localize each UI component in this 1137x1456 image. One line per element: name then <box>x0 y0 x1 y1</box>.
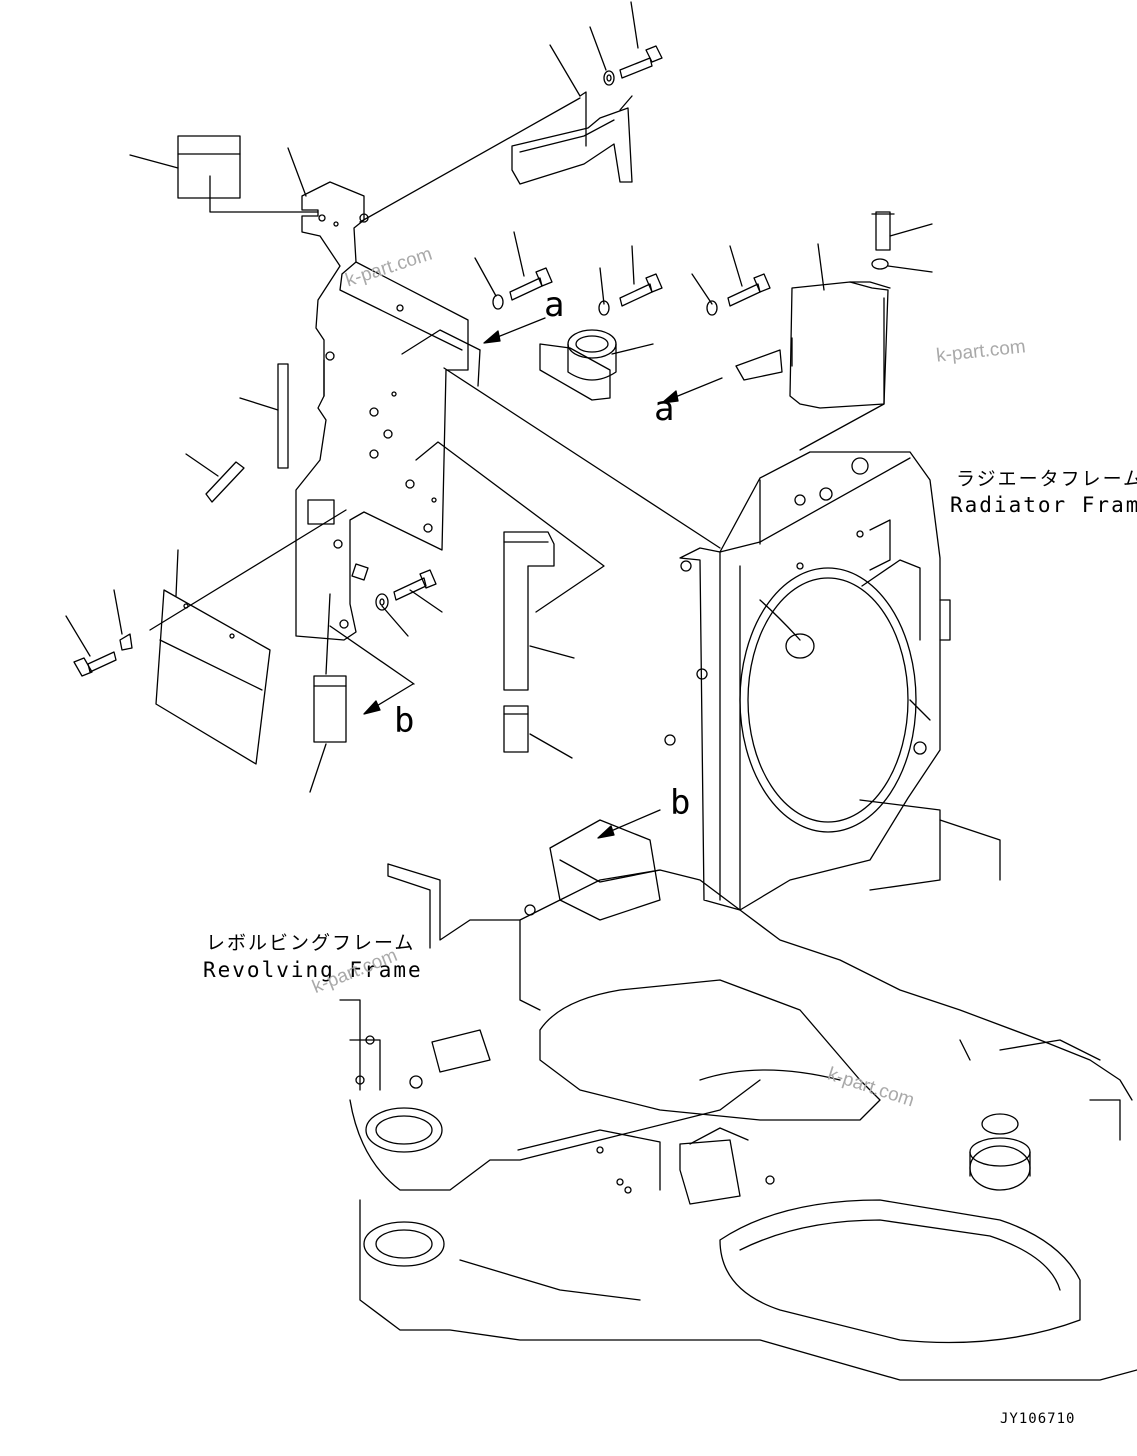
main-bracket-plate <box>296 182 468 640</box>
bolt-mid-left <box>376 570 436 610</box>
cover-plate <box>156 590 270 764</box>
revolving-frame-label-jp: レボルビングフレーム <box>206 932 416 954</box>
callout-b-left: b <box>394 701 415 741</box>
bracket-a <box>540 330 616 400</box>
bolt-top <box>604 46 662 85</box>
radiator-frame-label-en: Radiator Frame <box>950 493 1137 517</box>
radiator-frame-label-jp: ラジエータフレーム <box>956 468 1137 490</box>
label-plate <box>178 136 240 198</box>
upper-bracket <box>512 92 632 184</box>
callout-b-right: b <box>670 783 691 823</box>
seal-strip-right <box>504 532 554 752</box>
revolving-frame-label-en: Revolving Frame <box>203 958 423 982</box>
leader-lines <box>66 2 932 792</box>
arrows <box>364 318 722 838</box>
radiator-frame <box>665 452 950 910</box>
seal-strips-left <box>206 364 368 580</box>
bolt-lower-left <box>74 634 132 676</box>
revolving-frame <box>340 800 1137 1380</box>
reference-lines <box>150 98 884 684</box>
bolts-middle <box>493 212 894 315</box>
callout-a-upper: a <box>544 285 565 325</box>
callout-a-lower: a <box>654 389 675 429</box>
right-cover-panel <box>736 282 890 408</box>
drawing-code: JY106710 <box>1000 1411 1076 1427</box>
pad-block <box>314 676 346 742</box>
